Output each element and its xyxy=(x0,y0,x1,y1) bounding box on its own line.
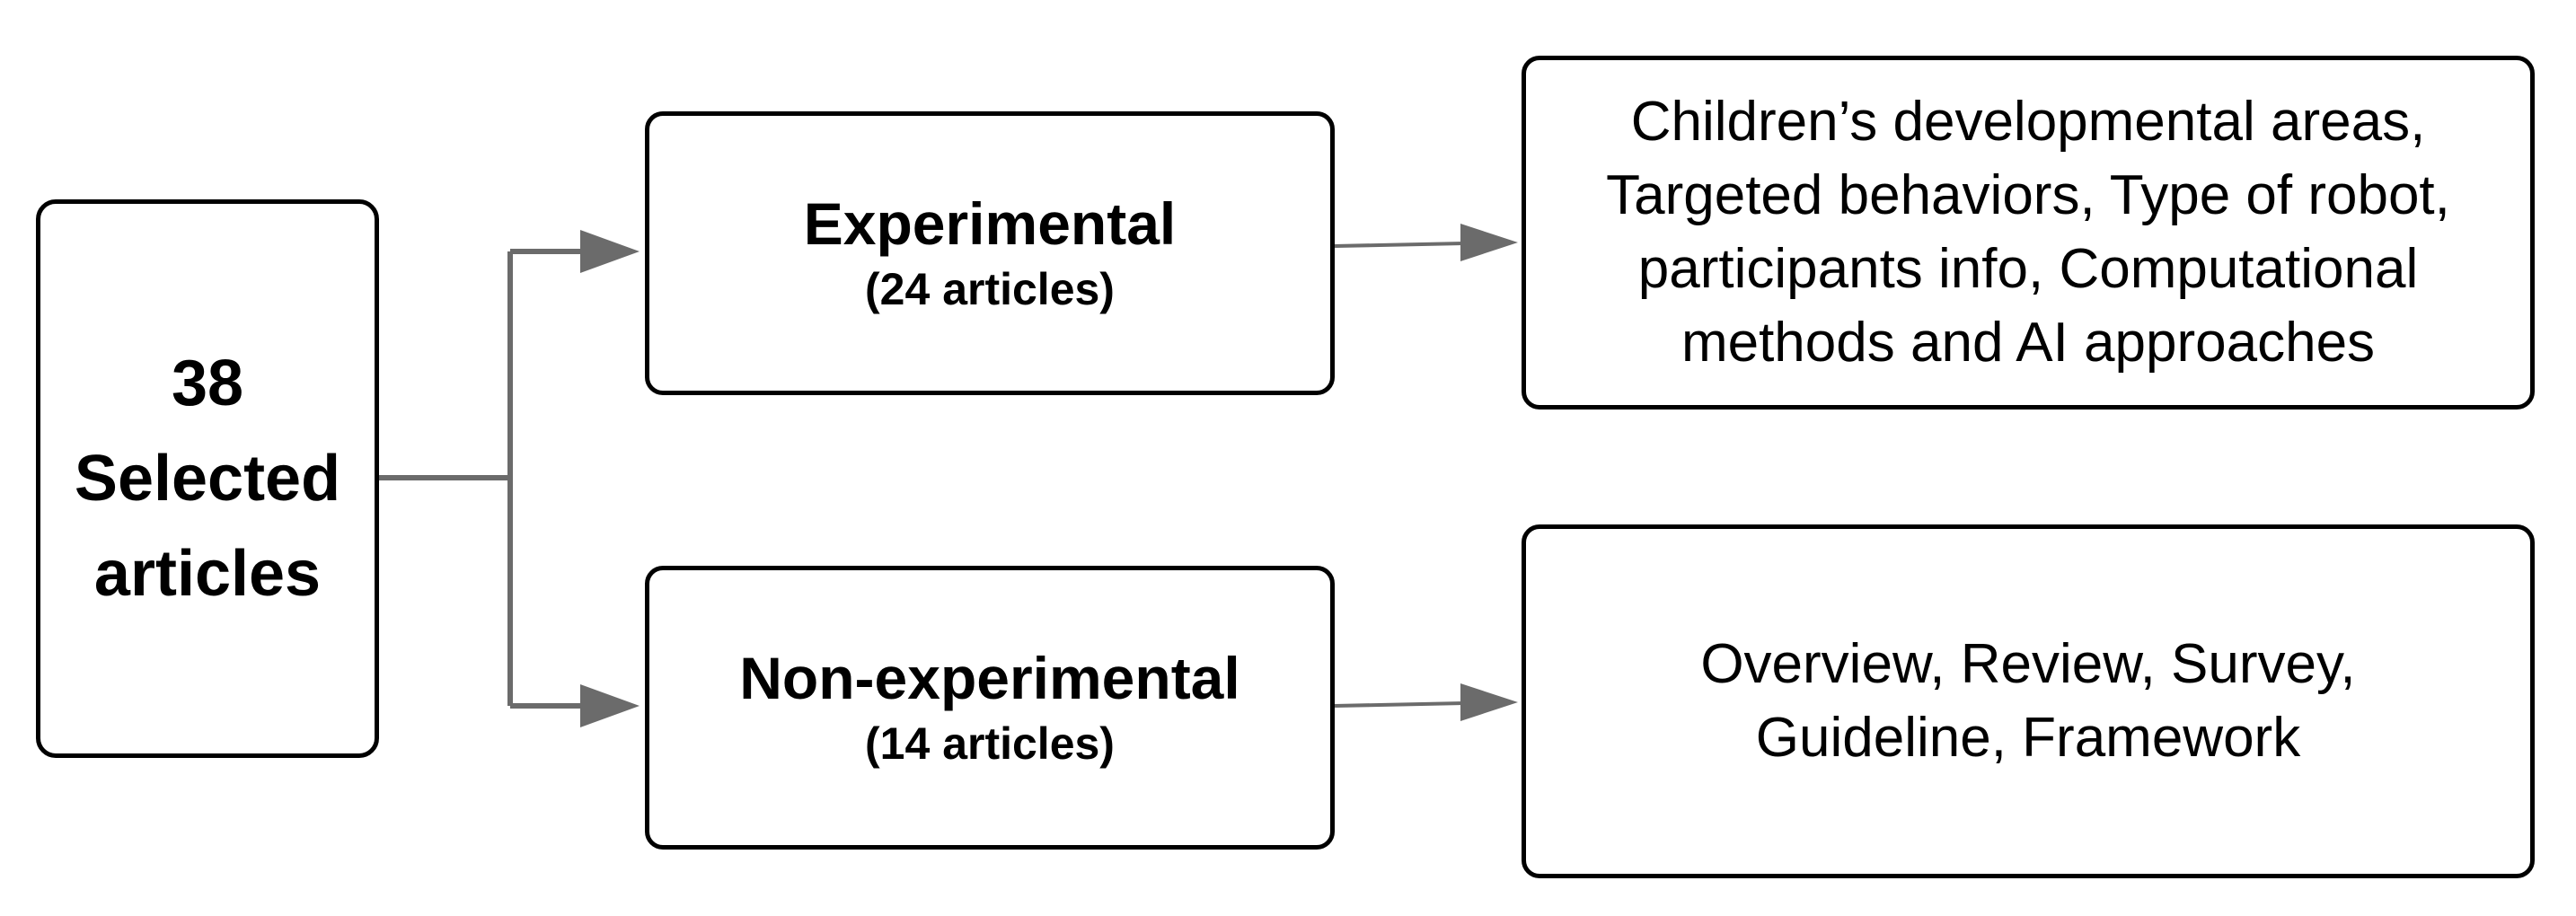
arrowhead-non-experimental xyxy=(580,684,640,727)
non-experimental-count: (14 articles) xyxy=(865,718,1115,769)
root-line-articles: articles xyxy=(93,538,322,610)
selected-articles-label: 38 Selected articles xyxy=(75,336,340,621)
experimental-detail-line: Targeted behaviors, Type of robot, xyxy=(1606,164,2450,226)
experimental-detail-line: Children’s developmental areas, xyxy=(1630,91,2426,153)
experimental-details-text: Children’s developmental areas, Targeted… xyxy=(1606,85,2450,380)
experimental-title: Experimental xyxy=(803,190,1177,257)
arrowhead-experimental xyxy=(580,230,640,273)
experimental-detail-line: methods and AI approaches xyxy=(1681,312,2376,374)
root-line-count: 38 xyxy=(171,348,244,419)
arrowhead-experimental-detail xyxy=(1460,224,1518,261)
arrow-experimental-to-detail xyxy=(1334,242,1465,248)
selected-articles-box: 38 Selected articles xyxy=(36,199,379,758)
non-experimental-title: Non-experimental xyxy=(739,645,1240,711)
experimental-detail-line: participants info, Computational xyxy=(1637,238,2419,300)
non-experimental-detail-line: Overview, Review, Survey, xyxy=(1700,633,2356,695)
non-experimental-detail-line: Guideline, Framework xyxy=(1755,707,2301,769)
non-experimental-details-text: Overview, Review, Survey, Guideline, Fra… xyxy=(1700,628,2355,775)
arrow-non-experimental-to-detail xyxy=(1334,701,1465,708)
experimental-details-box: Children’s developmental areas, Targeted… xyxy=(1522,56,2535,410)
experimental-count: (24 articles) xyxy=(865,264,1115,314)
root-line-selected: Selected xyxy=(74,443,341,515)
non-experimental-details-box: Overview, Review, Survey, Guideline, Fra… xyxy=(1522,524,2535,878)
experimental-box: Experimental (24 articles) xyxy=(645,111,1335,395)
non-experimental-box: Non-experimental (14 articles) xyxy=(645,566,1335,850)
arrowhead-non-experimental-detail xyxy=(1460,683,1518,721)
